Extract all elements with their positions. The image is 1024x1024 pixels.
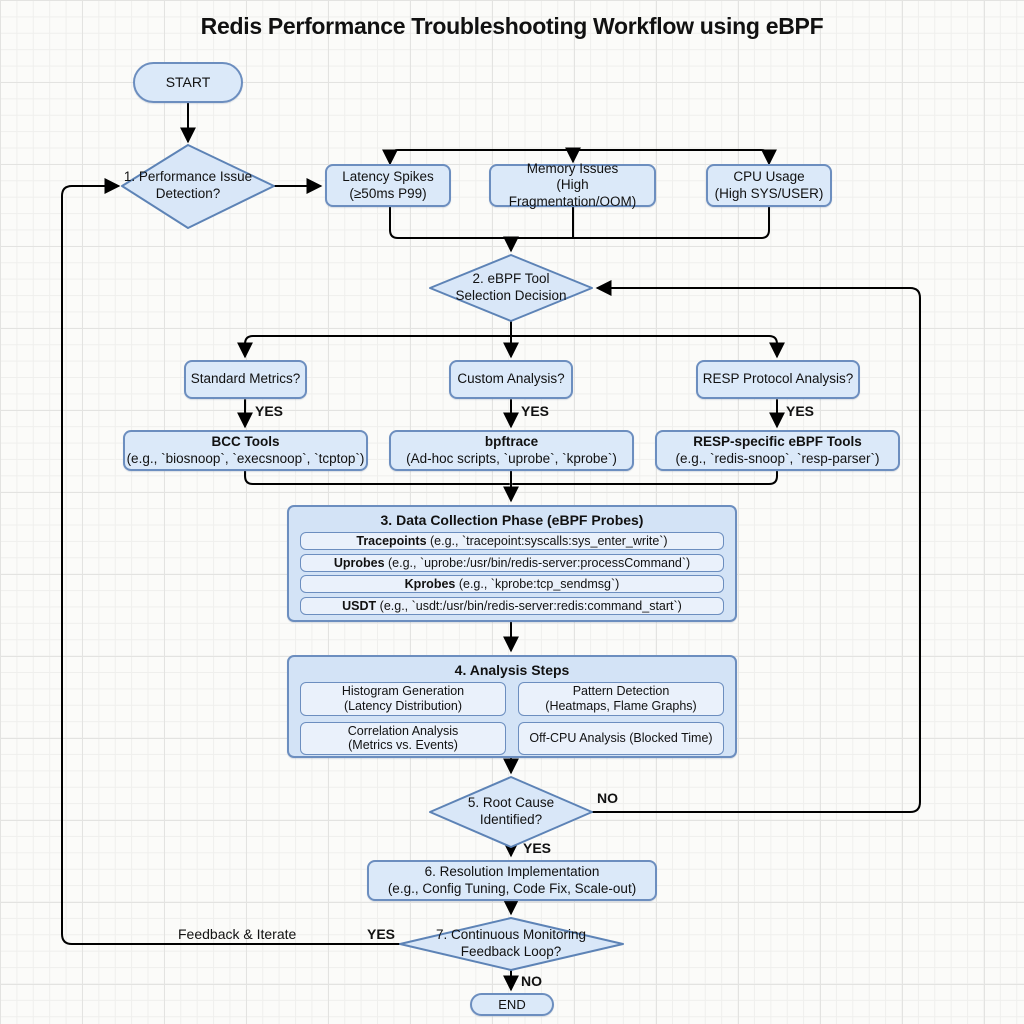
bcc-tools-node: BCC Tools (e.g., `biosnoop`, `execsnoop`… bbox=[123, 430, 368, 471]
probe-tracepoints: Tracepoints (e.g., `tracepoint:syscalls:… bbox=[300, 532, 724, 550]
custom-analysis-node: Custom Analysis? bbox=[449, 360, 573, 399]
decision-root-cause-label: 5. Root Cause Identified? bbox=[467, 795, 555, 827]
cpu-usage-title: CPU Usage bbox=[733, 169, 805, 185]
start-node: START bbox=[133, 62, 243, 103]
probe-uprobes: Uprobes (e.g., `uprobe:/usr/bin/redis-se… bbox=[300, 553, 724, 572]
bcc-tools-subtitle: (e.g., `biosnoop`, `execsnoop`, `tcptop`… bbox=[126, 450, 365, 466]
decision-root-cause bbox=[429, 776, 593, 848]
analysis-correlation: Correlation Analysis (Metrics vs. Events… bbox=[300, 721, 506, 755]
end-node: END bbox=[470, 993, 554, 1016]
bpftrace-node: bpftrace (Ad-hoc scripts, `uprobe`, `kpr… bbox=[389, 430, 634, 471]
end-label: END bbox=[498, 996, 526, 1012]
latency-spikes-node: Latency Spikes (≥50ms P99) bbox=[325, 164, 451, 207]
resp-specific-tools-subtitle: (e.g., `redis-snoop`, `resp-parser`) bbox=[675, 450, 880, 466]
data-collection-title: 3. Data Collection Phase (eBPF Probes) bbox=[380, 512, 644, 528]
yes-label-monitoring: YES bbox=[367, 926, 396, 942]
resp-protocol-label: RESP Protocol Analysis? bbox=[702, 371, 854, 387]
resolution-subtitle: (e.g., Config Tuning, Code Fix, Scale-ou… bbox=[387, 880, 637, 896]
data-collection-phase: 3. Data Collection Phase (eBPF Probes) T… bbox=[287, 505, 737, 622]
decision-performance-issue bbox=[121, 144, 275, 229]
probe-kprobes: Kprobes (e.g., `kprobe:tcp_sendmsg`) bbox=[300, 575, 724, 593]
edge-latency-merge bbox=[389, 206, 510, 239]
edge-resptools-merge bbox=[512, 470, 778, 485]
probe-usdt: USDT (e.g., `usdt:/usr/bin/redis-server:… bbox=[300, 596, 724, 615]
analysis-pattern: Pattern Detection (Heatmaps, Flame Graph… bbox=[518, 682, 724, 716]
resolution-node: 6. Resolution Implementation (e.g., Conf… bbox=[367, 860, 657, 901]
memory-issues-subtitle: (High Fragmentation/OOM) bbox=[508, 177, 637, 209]
resp-specific-tools-title: RESP-specific eBPF Tools bbox=[693, 434, 862, 450]
yes-label-root-cause: YES bbox=[523, 840, 552, 856]
start-label: START bbox=[165, 73, 211, 90]
standard-metrics-label: Standard Metrics? bbox=[190, 371, 301, 387]
yes-label-custom: YES bbox=[521, 403, 550, 419]
bcc-tools-title: BCC Tools bbox=[211, 434, 280, 450]
edge-d5-no-loop bbox=[591, 280, 921, 813]
analysis-histogram: Histogram Generation (Latency Distributi… bbox=[300, 682, 506, 716]
no-label-monitoring: NO bbox=[521, 973, 542, 989]
memory-issues-title: Memory Issues bbox=[526, 160, 619, 176]
decision-performance-issue-label: 1. Performance Issue Detection? bbox=[123, 169, 253, 201]
resp-protocol-node: RESP Protocol Analysis? bbox=[696, 360, 860, 399]
analysis-grid: Histogram Generation (Latency Distributi… bbox=[300, 682, 724, 755]
analysis-steps-title: 4. Analysis Steps bbox=[454, 662, 570, 678]
diagram-title: Redis Performance Troubleshooting Workfl… bbox=[200, 13, 824, 39]
decision-ebpf-tool-selection-label: 2. eBPF Tool Selection Decision bbox=[455, 271, 567, 303]
decision-continuous-monitoring-label: 7. Continuous Monitoring Feedback Loop? bbox=[435, 927, 587, 959]
edge-cpu-merge bbox=[512, 206, 770, 239]
resp-specific-tools-node: RESP-specific eBPF Tools (e.g., `redis-s… bbox=[655, 430, 900, 471]
analysis-offcpu: Off-CPU Analysis (Blocked Time) bbox=[518, 721, 724, 755]
decision-ebpf-tool-selection bbox=[429, 254, 593, 322]
memory-issues-node: Memory Issues (High Fragmentation/OOM) bbox=[489, 160, 656, 209]
no-label-root-cause: NO bbox=[597, 790, 618, 806]
edge-d7-feedback-loop bbox=[61, 178, 401, 945]
resolution-title: 6. Resolution Implementation bbox=[424, 864, 600, 880]
cpu-usage-node: CPU Usage (High SYS/USER) bbox=[706, 164, 832, 207]
analysis-steps: 4. Analysis Steps Histogram Generation (… bbox=[287, 655, 737, 758]
decision-continuous-monitoring bbox=[399, 917, 624, 971]
feedback-iterate-label: Feedback & Iterate bbox=[178, 926, 297, 942]
bpftrace-subtitle: (Ad-hoc scripts, `uprobe`, `kprobe`) bbox=[406, 450, 617, 466]
standard-metrics-node: Standard Metrics? bbox=[184, 360, 307, 399]
bpftrace-title: bpftrace bbox=[484, 434, 539, 450]
custom-analysis-label: Custom Analysis? bbox=[457, 371, 565, 387]
edge-bcc-merge bbox=[244, 470, 510, 485]
probe-list: Tracepoints (e.g., `tracepoint:syscalls:… bbox=[300, 532, 724, 615]
yes-label-standard: YES bbox=[255, 403, 284, 419]
yes-label-resp: YES bbox=[786, 403, 815, 419]
cpu-usage-subtitle: (High SYS/USER) bbox=[714, 185, 824, 201]
latency-spikes-subtitle: (≥50ms P99) bbox=[349, 185, 427, 201]
latency-spikes-title: Latency Spikes bbox=[342, 169, 434, 185]
